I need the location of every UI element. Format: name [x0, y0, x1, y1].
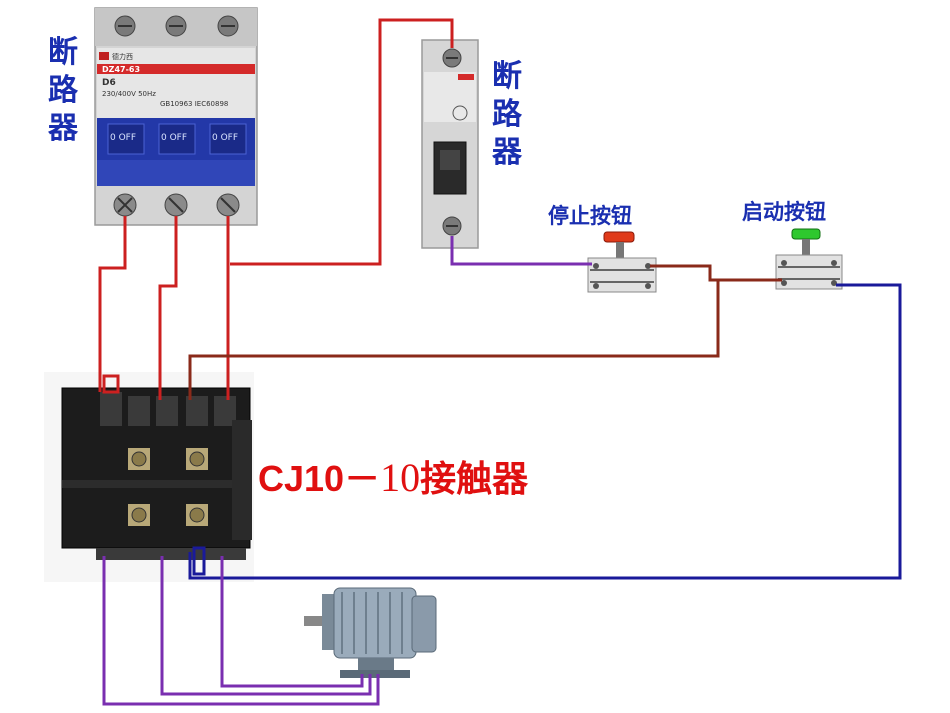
- main-breaker-standard: GB10963 IEC60898: [160, 100, 229, 108]
- motor-junction-box: [358, 658, 394, 672]
- contactor: [44, 372, 254, 582]
- main-breaker: [94, 7, 258, 226]
- control-breaker: [421, 39, 479, 249]
- main-breaker-model: DZ47-63: [102, 65, 141, 74]
- contactor-suffix: 接触器: [420, 458, 529, 499]
- main-breaker-top-screws: [114, 15, 239, 37]
- contactor-lower-screws: [128, 504, 208, 526]
- brand-logo-icon: [99, 52, 109, 60]
- contactor-top-terminals: [100, 392, 236, 426]
- start-button-device: [775, 228, 843, 290]
- label-main-breaker: 断路器: [48, 35, 78, 146]
- stop-button-cap: [603, 231, 635, 243]
- main-breaker-brand: 德力西: [112, 53, 133, 61]
- label-contactor: CJ10－10接触器: [258, 450, 528, 502]
- switch-off-label-1: 0 OFF: [110, 133, 137, 143]
- start-button-cap: [791, 228, 821, 240]
- motor-shaft: [304, 616, 326, 626]
- cert-mark-icon: [452, 105, 468, 121]
- contactor-num: 10: [380, 455, 421, 500]
- label-control-breaker: 断路器: [492, 59, 522, 170]
- contactor-prefix: CJ10－: [258, 458, 381, 499]
- contactor-middle-screws: [128, 448, 208, 470]
- main-breaker-voltage: 230/400V 50Hz: [102, 90, 156, 98]
- wire-purple-control: [450, 236, 592, 266]
- switch-off-label-3: 0 OFF: [212, 133, 239, 143]
- switch-off-label-2: 0 OFF: [161, 133, 188, 143]
- wire-purple-motor: [102, 556, 380, 706]
- stop-button-device: [587, 231, 657, 293]
- main-breaker-rating: D6: [102, 78, 116, 88]
- wire-red-power: [98, 18, 454, 400]
- wire-blue-return: [188, 283, 902, 580]
- wire-brown-series: [188, 264, 782, 400]
- label-start-button: 启动按钮: [742, 200, 826, 224]
- main-breaker-bottom-screws: [113, 193, 240, 217]
- label-stop-button: 停止按钮: [548, 204, 632, 228]
- motor: [304, 587, 437, 678]
